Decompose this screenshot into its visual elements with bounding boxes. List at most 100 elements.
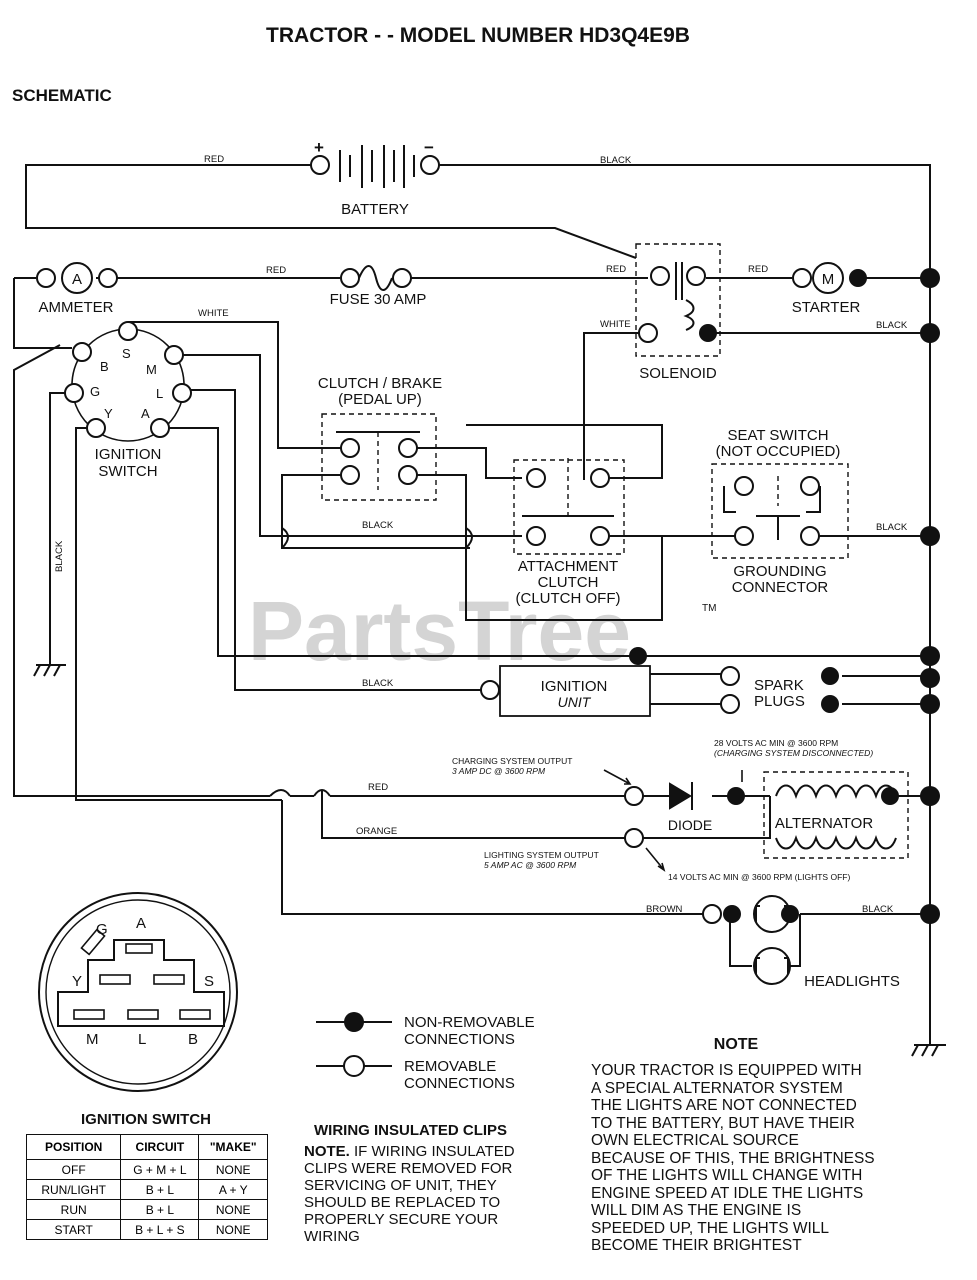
clips-note-heading: WIRING INSULATED CLIPS [314, 1122, 508, 1139]
headlights: HEADLIGHTS [702, 895, 900, 990]
seat-switch-label-1: SEAT SWITCH [727, 427, 828, 444]
table-cell: NONE [198, 1199, 268, 1220]
wire-black-switch-g [49, 392, 72, 665]
clips-note-text: IF WIRING INSULATED CLIPS WERE REMOVED F… [304, 1143, 515, 1245]
wire-red-battery [25, 164, 637, 259]
table-cell: OFF [25, 1159, 122, 1180]
table-cell: A + Y [198, 1179, 268, 1200]
table-header-row: POSITION CIRCUIT "MAKE" [25, 1134, 268, 1160]
terminal-m: M [146, 362, 157, 377]
main-note-text: YOUR TRACTOR IS EQUIPPED WITH A SPECIAL … [591, 1062, 875, 1254]
watermark: PartsTree [248, 584, 631, 678]
attachment-label-1: ATTACHMENT [518, 558, 618, 575]
wire-spark-ground [842, 675, 930, 705]
annotation-alt-bottom: 14 VOLTS AC MIN @ 3600 RPM (LIGHTS OFF) [668, 872, 850, 882]
watermark-tm: TM [702, 603, 716, 614]
fuse-label: FUSE 30 AMP [330, 291, 427, 308]
wire-label-black-battery: BLACK [600, 155, 632, 166]
clutch-brake-switch: CLUTCH / BRAKE (PEDAL UP) [318, 375, 442, 501]
wire-label-black-headlights: BLACK [862, 904, 894, 915]
spark-label-1: SPARK [754, 677, 804, 694]
wire-attachment-top [584, 424, 663, 479]
wire-label-white-solenoid: WHITE [600, 319, 631, 330]
attachment-clutch-switch: ATTACHMENT CLUTCH (CLUTCH OFF) [513, 458, 625, 607]
table-header: POSITION [25, 1134, 122, 1160]
wire-label-white-switch: WHITE [198, 308, 229, 319]
seat-switch: SEAT SWITCH (NOT OCCUPIED) GROUNDING CON… [711, 427, 849, 596]
spark-plugs: SPARK PLUGS [720, 666, 839, 714]
legend: NON-REMOVABLE CONNECTIONS REMOVABLE CONN… [316, 1012, 535, 1092]
table-cell: RUN/LIGHT [25, 1179, 122, 1200]
grounding-label-1: GROUNDING [733, 563, 826, 580]
wire-label-red-solenoid: RED [606, 264, 626, 275]
alternator-label: ALTERNATOR [775, 815, 874, 832]
terminal-a: A [141, 406, 150, 421]
table-cell: B + L + S [120, 1219, 200, 1240]
table-row: RUN B + L NONE [25, 1199, 268, 1220]
ammeter-label: AMMETER [39, 299, 114, 316]
ignition-unit: IGNITION UNIT [480, 647, 651, 717]
starter-label: STARTER [792, 299, 861, 316]
headlights-label: HEADLIGHTS [804, 973, 900, 990]
table-header: "MAKE" [198, 1134, 268, 1160]
face-b: B [188, 1031, 198, 1048]
table-cell: B + L [120, 1179, 200, 1200]
annotation-charge-1: CHARGING SYSTEM OUTPUT [452, 756, 572, 766]
wire-label-red-starter: RED [748, 264, 768, 275]
face-s: S [204, 973, 214, 990]
main-note-heading: NOTE [713, 1036, 759, 1053]
legend-removable-1: REMOVABLE [404, 1058, 496, 1075]
legend-non-removable-2: CONNECTIONS [404, 1031, 515, 1048]
wire-black-battery-ground-bus [430, 164, 931, 1045]
wire-headlights [729, 913, 930, 967]
wire-label-red-battery: RED [204, 154, 224, 165]
wire-hop-3 [281, 527, 289, 549]
main-note: NOTE YOUR TRACTOR IS EQUIPPED WITH A SPE… [591, 1036, 961, 1255]
switch-table-caption: IGNITION SWITCH [81, 1111, 211, 1128]
wire-switch-l-ignition [185, 389, 488, 691]
face-l: L [138, 1031, 146, 1048]
wire-clutch-upper-right [408, 447, 522, 479]
wire-label-red-fuse: RED [266, 265, 286, 276]
ignition-switch: B S M L A Y G IGNITION SWITCH [64, 321, 192, 480]
seat-switch-label-2: (NOT OCCUPIED) [716, 443, 841, 460]
wire-hop-1 [269, 789, 291, 797]
wire-label-black-solenoid: BLACK [876, 320, 908, 331]
ammeter: A AMMETER [36, 262, 118, 316]
grounding-label-2: CONNECTOR [732, 579, 829, 596]
wire-red-charge-left [13, 344, 270, 797]
table-cell: G + M + L [120, 1159, 200, 1180]
attachment-label-2: CLUTCH [538, 574, 599, 591]
annotation-alt-top-2: (CHARGING SYSTEM DISCONNECTED) [714, 748, 873, 758]
table-cell: NONE [198, 1219, 268, 1240]
attachment-label-3: (CLUTCH OFF) [516, 590, 621, 607]
charging-circuit: DIODE ALTERNATOR CHARGING SYSTEM OUTPUT … [452, 738, 909, 882]
table-cell: NONE [198, 1159, 268, 1180]
diode-label: DIODE [668, 817, 712, 833]
ground-bus-junctions [920, 268, 940, 924]
wire-hop-2 [313, 789, 331, 797]
wire-orange-alt [640, 796, 771, 839]
table-row: START B + L + S NONE [25, 1219, 268, 1240]
terminal-b: B [100, 359, 109, 374]
face-y: Y [72, 973, 82, 990]
solenoid-label: SOLENOID [639, 365, 717, 382]
wire-label-black-ignition: BLACK [362, 678, 394, 689]
solenoid: SOLENOID [635, 243, 721, 382]
wire-white-switch-s [128, 321, 342, 449]
terminal-s: S [122, 346, 131, 361]
annotation-alt-top-1: 28 VOLTS AC MIN @ 3600 RPM [714, 738, 838, 748]
annotation-light-1: LIGHTING SYSTEM OUTPUT [484, 850, 599, 860]
starter-symbol: M [822, 271, 835, 288]
battery-plus: + [314, 138, 324, 157]
section-heading: SCHEMATIC [12, 86, 112, 105]
wire-white-solenoid [466, 332, 648, 480]
terminal-l: L [156, 386, 163, 401]
face-a: A [136, 915, 146, 932]
fuse: FUSE 30 AMP [330, 265, 427, 308]
clips-note: WIRING INSULATED CLIPS NOTE. IF WIRING I… [304, 1122, 574, 1245]
ignition-unit-label-1: IGNITION [541, 678, 608, 695]
clutch-brake-label-2: (PEDAL UP) [338, 391, 422, 408]
wire-switch-a [160, 427, 930, 657]
